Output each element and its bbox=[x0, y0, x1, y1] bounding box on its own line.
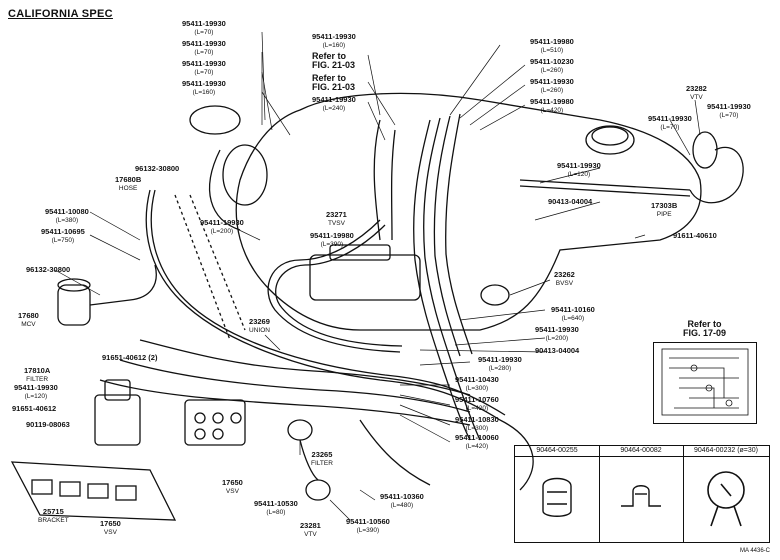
part-label-p45: 95411-10360(L=480) bbox=[380, 492, 424, 509]
part-label-p30: 95411-19930(L=200) bbox=[535, 325, 579, 342]
part-label-p38: 95411-10760(L=420) bbox=[455, 395, 499, 412]
clip-cell-3: 90464-00232 (ø=30) bbox=[683, 446, 769, 542]
part-label-p3: 95411-19930(L=70) bbox=[182, 59, 226, 76]
part-label-p14: 95411-19930(L=120) bbox=[557, 161, 601, 178]
part-label-p8: 95411-10230(L=260) bbox=[530, 57, 574, 74]
part-label-p5: 95411-19930(L=160) bbox=[312, 32, 356, 49]
part-label-p32: 91651-40612 (2) bbox=[102, 353, 158, 362]
page-title: CALIFORNIA SPEC bbox=[8, 8, 113, 20]
clip-cell-1: 90464-00255 bbox=[515, 446, 600, 542]
part-label-p33: 95411-19930(L=280) bbox=[478, 355, 522, 372]
part-label-p28: 95411-10160(L=640) bbox=[551, 305, 595, 322]
part-label-p36: 91651-40612 bbox=[12, 404, 57, 413]
part-label-p12: 95411-19930(L=70) bbox=[707, 102, 751, 119]
part-label-p4: 95411-19930(L=160) bbox=[182, 79, 226, 96]
clip-icon-2 bbox=[621, 485, 661, 507]
part-label-p20: 95411-10080(L=380) bbox=[45, 207, 89, 224]
part-label-p39: 90119-08063 bbox=[26, 420, 70, 429]
clip-number-2: 90464-00082 bbox=[599, 446, 683, 457]
part-label-p2: 95411-19930(L=70) bbox=[182, 39, 226, 56]
part-label-p7: 95411-19980(L=510) bbox=[530, 37, 574, 54]
part-label-p15: 96132-30800 bbox=[135, 164, 180, 173]
part-label-p44: 95411-10530(L=80) bbox=[254, 499, 298, 516]
clip-table: 90464-00255 90464-00082 90464-00232 (ø=3… bbox=[514, 445, 770, 543]
part-label-p1: 95411-19930(L=70) bbox=[182, 19, 226, 36]
clip-cell-2: 90464-00082 bbox=[599, 446, 684, 542]
part-label-p6: 95411-19930(L=240) bbox=[312, 95, 356, 112]
engine-outline bbox=[235, 92, 702, 331]
part-label-p22: 95411-19930(L=200) bbox=[200, 218, 244, 235]
part-label-p25: 96132-30800 bbox=[26, 265, 71, 274]
vtv-23281 bbox=[305, 479, 331, 501]
filter-23265 bbox=[287, 419, 313, 441]
part-label-p24: 95411-19980(L=390) bbox=[310, 231, 354, 248]
oil-cap bbox=[585, 125, 635, 155]
part-label-p37: 95411-10430(L=300) bbox=[455, 375, 499, 392]
part-label-p21: 95411-10695(L=750) bbox=[41, 227, 85, 244]
part-label-p49: 95411-10560(L=390) bbox=[346, 517, 390, 534]
part-label-p9: 95411-19930(L=260) bbox=[530, 77, 574, 94]
part-label-p19: 91611-40610 bbox=[673, 231, 717, 240]
part-label-p17: 90413-04004 bbox=[548, 197, 593, 206]
part-label-p31: 90413-04004 bbox=[535, 346, 580, 355]
clip-number-1: 90464-00255 bbox=[515, 446, 599, 457]
ref-inset-box bbox=[653, 342, 757, 424]
clip-number-3: 90464-00232 (ø=30) bbox=[683, 446, 769, 457]
clip-icon-1 bbox=[542, 477, 572, 517]
drawing-code: MA 4436-C bbox=[739, 548, 770, 554]
clip-icon-3 bbox=[707, 471, 745, 527]
part-label-p40: 95411-10830(L=300) bbox=[455, 415, 499, 432]
vsv-block bbox=[184, 399, 246, 446]
part-label-p41: 95411-10060(L=420) bbox=[455, 433, 499, 450]
part-label-p13: 95411-19930(L=70) bbox=[648, 114, 692, 131]
part-label-p35: 95411-19930(L=120) bbox=[14, 383, 58, 400]
bracket bbox=[10, 461, 177, 521]
part-label-p10: 95411-19980(L=420) bbox=[530, 97, 574, 114]
vtv-right bbox=[692, 131, 718, 169]
